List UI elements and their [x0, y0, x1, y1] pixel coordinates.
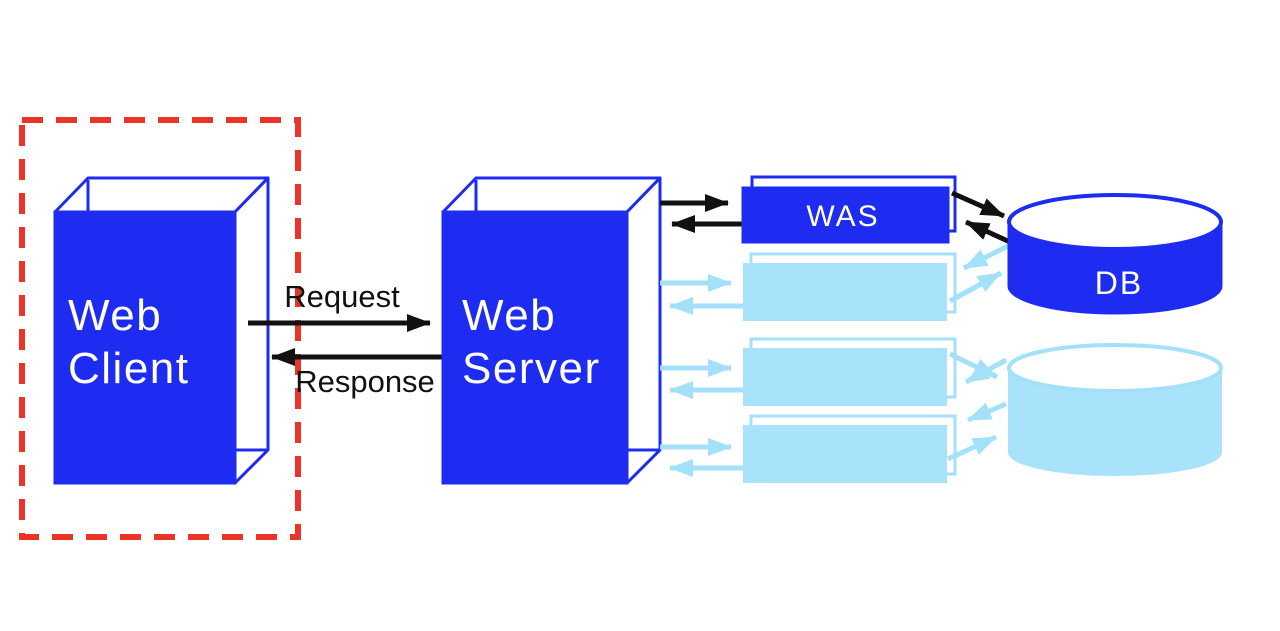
- was-replica-1: [743, 252, 957, 321]
- web-server-label-line1: Web: [462, 291, 556, 340]
- was-label: WAS: [806, 200, 879, 233]
- replica2-to-db2-arrow: [948, 351, 999, 380]
- db2-to-replica2-arrow: [964, 357, 1008, 385]
- was-replica-2: [743, 337, 957, 406]
- web-client-label-line2: Client: [68, 344, 190, 393]
- db-to-was-arrow: [964, 219, 1012, 245]
- db-cylinder-top: [1007, 193, 1223, 251]
- web-server-box-side-face: [625, 176, 662, 485]
- replica3-to-db2-arrow: [946, 434, 998, 462]
- web-server-node: Web Server: [441, 176, 662, 485]
- web-client-label-line1: Web: [68, 291, 162, 340]
- replica1-to-db-arrow: [948, 270, 1003, 304]
- was-to-db-arrow: [950, 190, 1006, 219]
- db-replica-cylinder-top: [1007, 343, 1223, 393]
- client-highlight-dashed-box: [19, 117, 301, 540]
- was-replica-3-box: [743, 425, 947, 483]
- web-client-box-side-face: [233, 176, 270, 485]
- response-label: Response: [295, 364, 435, 399]
- web-server-box-front-face: [441, 210, 629, 485]
- web-server-label-line2: Server: [462, 344, 601, 393]
- web-client-box-front-face: [53, 210, 237, 485]
- request-label: Request: [284, 279, 400, 314]
- db-label: DB: [1095, 265, 1143, 301]
- was-node: WAS: [741, 175, 957, 244]
- was-replica-1-box: [743, 263, 947, 321]
- db2-to-replica3-arrow: [967, 401, 1007, 423]
- was-replica-2-box: [743, 348, 947, 406]
- was-replica-3: [743, 414, 957, 483]
- was-front-box: [741, 186, 950, 244]
- db-node: DB: [1007, 193, 1223, 315]
- web-client-node: Web Client: [53, 176, 270, 485]
- db-replica-node: [1007, 343, 1223, 476]
- client-server-link: Request Response: [248, 279, 443, 399]
- db-to-replica1-arrow: [962, 243, 1010, 271]
